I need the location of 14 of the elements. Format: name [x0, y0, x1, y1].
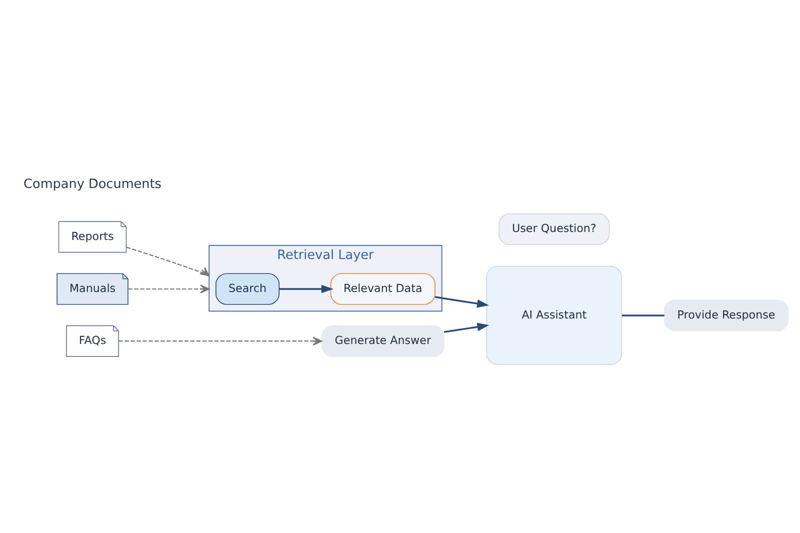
arrow — [279, 284, 334, 293]
label: Company Documents — [24, 176, 162, 192]
node-box: Generate Answer — [321, 324, 444, 356]
node-box: Provide Response — [664, 299, 789, 331]
node-box: Relevant Data — [330, 272, 436, 304]
arrow — [118, 336, 322, 345]
arrow — [444, 322, 490, 332]
arrow — [126, 246, 210, 276]
connector — [622, 314, 664, 316]
arrow — [128, 284, 210, 293]
node-box: Search — [216, 272, 280, 304]
arrow — [434, 296, 490, 308]
node-box: User Question? — [498, 212, 610, 244]
node-box: AI Assistant — [486, 265, 622, 365]
